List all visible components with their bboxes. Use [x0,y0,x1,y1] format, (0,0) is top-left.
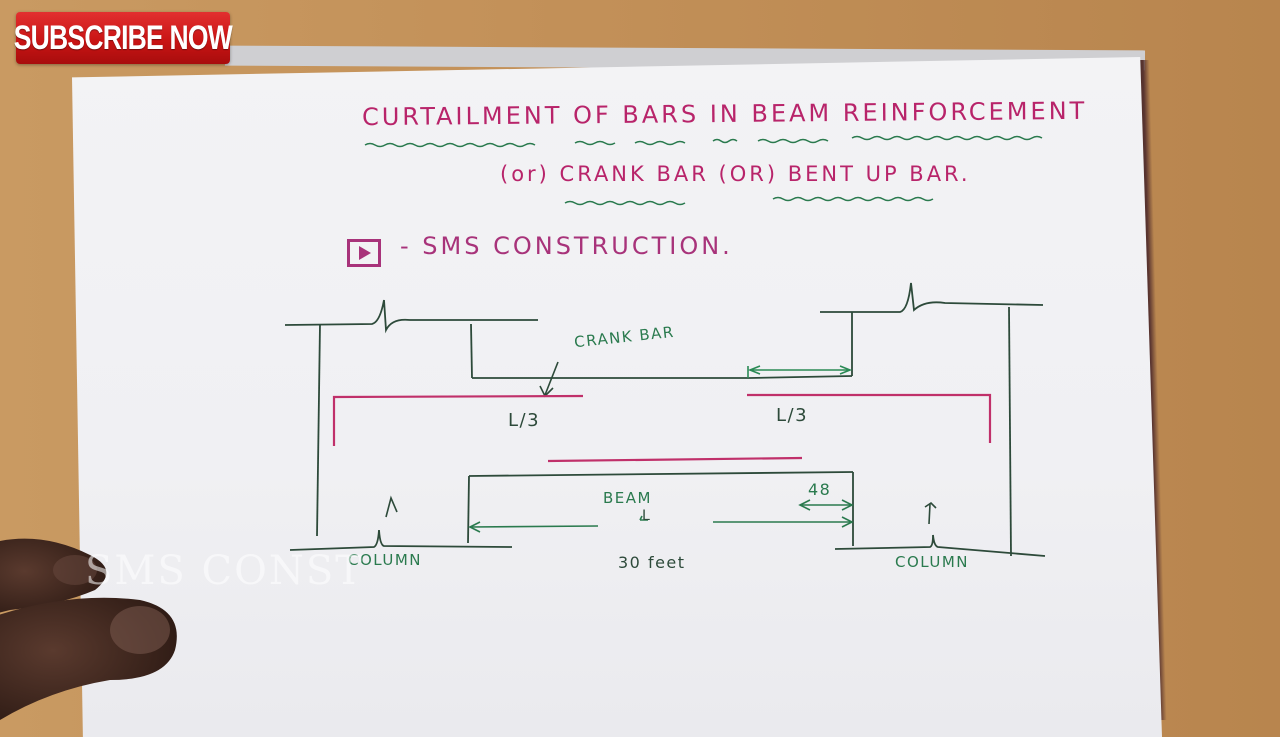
right-third-label: L/3 [776,405,809,426]
right-support-outline [749,282,1044,557]
span-length-label: 30 feet [618,553,686,572]
page-subtitle: (or) CRANK BAR (OR) BENT UP BAR. [500,162,971,186]
subscribe-label: SUBSCRIBE NOW [13,18,233,57]
bottom-reinforcement-bar [547,456,803,463]
play-button-icon [347,239,381,267]
column-pointer-arrows [385,495,937,525]
title-underlines [364,135,1043,206]
beam-outline [467,471,854,546]
beam-diagram [284,135,1046,557]
channel-credit: - SMS CONSTRUCTION. [400,232,733,260]
crank-bar-pointer-arrow [539,361,559,398]
span-symbol-label: L [642,508,652,524]
beam-label: BEAM [603,489,652,507]
right-third-dimension [747,365,853,378]
paper-sheet [72,57,1162,737]
left-third-label: L/3 [508,410,541,431]
ground-lines [289,529,1046,557]
presenter-hand [0,538,177,720]
left-column-label: COLUMN [348,551,423,569]
span-dimension-arrows [468,499,854,533]
top-reinforcement-bars [332,393,992,446]
end-dimension-label: 48 [808,480,832,499]
right-column-label: COLUMN [895,553,970,571]
channel-watermark: SMS CONST [85,548,364,594]
left-support-outline [284,299,750,537]
subscribe-button[interactable]: SUBSCRIBE NOW [13,12,233,64]
